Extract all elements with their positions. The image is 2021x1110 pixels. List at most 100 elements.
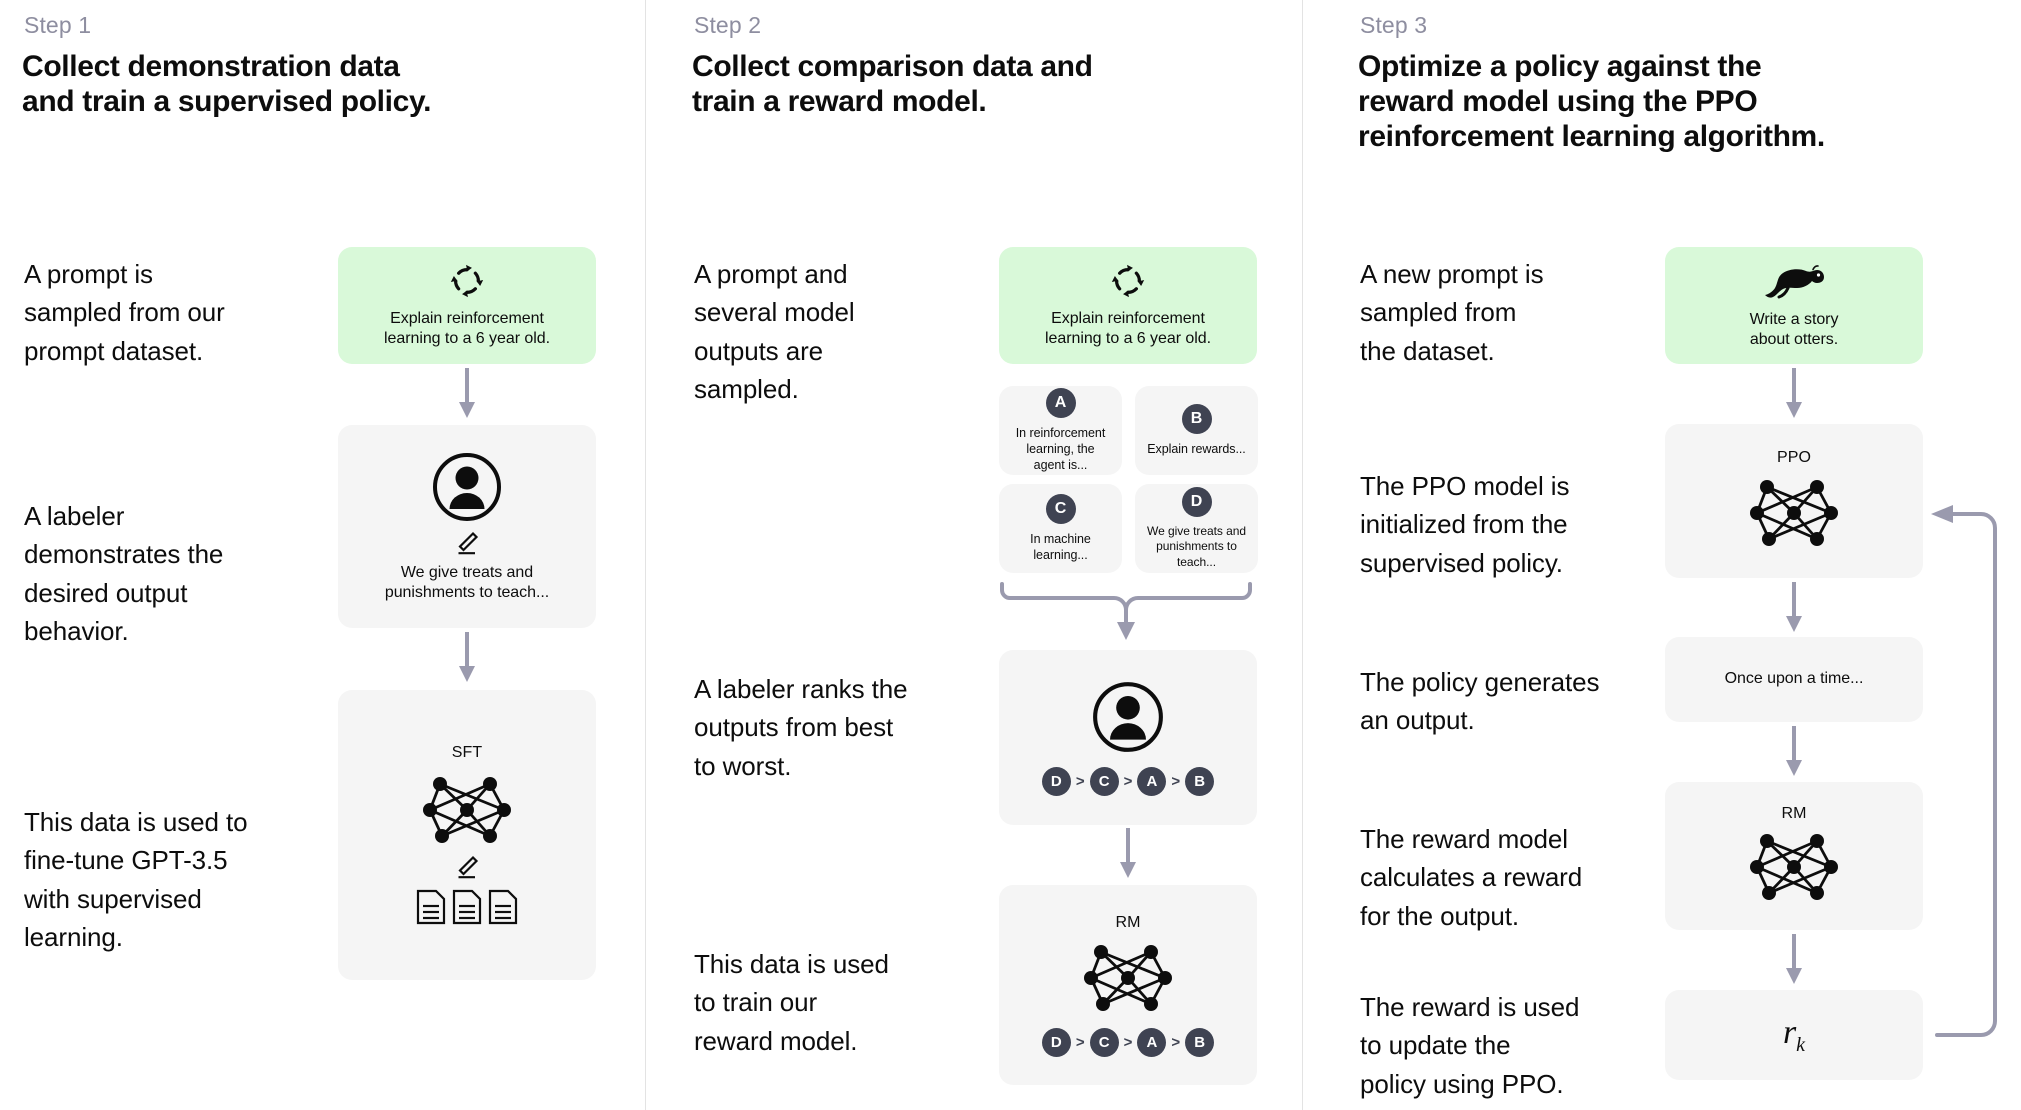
step-2-option-c[interactable]: C In machine learning...	[999, 484, 1122, 573]
refresh-cycle-icon	[1109, 262, 1147, 300]
rank-badge-3: A	[1137, 767, 1167, 796]
step-2-option-b[interactable]: B Explain rewards...	[1135, 386, 1258, 475]
step-1-title-line-1: Collect demonstration data	[22, 50, 400, 83]
step-2-rm-title: RM	[1115, 913, 1141, 931]
option-badge-a: A	[1045, 387, 1076, 418]
step-3-arrow-4	[1786, 934, 1802, 984]
step-1-caption-2: A labeler demonstrates the desired outpu…	[24, 501, 224, 647]
step-1-sft-card[interactable]: SFT	[338, 690, 596, 980]
documents-icon	[415, 888, 519, 926]
pencil-icon	[454, 530, 480, 556]
neural-network-icon	[1081, 938, 1175, 1018]
reward-formula: rk	[1783, 1014, 1805, 1057]
step-2-label: Step 2	[694, 12, 762, 38]
step-2-option-c-text: In machine learning...	[1030, 531, 1091, 562]
step-2-title-line-1: Collect comparison data and	[692, 50, 1093, 83]
step-1-sft-title: SFT	[451, 744, 483, 761]
step-2-reward-model-card[interactable]: RM D	[999, 885, 1257, 1085]
step-3-reward-model-card[interactable]: RM	[1665, 782, 1923, 930]
step-2-caption-3: This data is used to train our reward mo…	[694, 949, 889, 1056]
step-3-reward-value-card[interactable]: rk	[1665, 990, 1923, 1080]
step-2-arrow-to-rm	[1120, 828, 1136, 878]
step-1-caption-3: This data is used to fine-tune GPT-3.5 w…	[24, 807, 248, 953]
option-badge-c: C	[1045, 493, 1076, 524]
otter-icon	[1761, 261, 1827, 301]
rank-separator-1: >	[1075, 773, 1085, 790]
step-3-feedback-loop-arrow	[1931, 505, 1997, 1037]
step-3-rm-title: RM	[1781, 805, 1807, 822]
step-2-caption-2: A labeler ranks the outputs from best to…	[694, 674, 908, 781]
step-2-option-a[interactable]: A In reinforcement learning, the agent i…	[999, 386, 1122, 475]
step-1-label: Step 1	[24, 12, 92, 38]
rank-separator-2: >	[1123, 1033, 1133, 1051]
rank-badge-2: C	[1089, 767, 1119, 796]
rank-separator-1: >	[1075, 1033, 1085, 1051]
step-3-arrow-2	[1786, 582, 1802, 632]
step-2-option-d-text: We give treats and punishments to teach.…	[1147, 523, 1246, 569]
step-3-new-prompt-text: Write a story about otters.	[1749, 310, 1839, 348]
step-2-prompt-text: Explain reinforcement learning to a 6 ye…	[1045, 309, 1211, 347]
step-3-title-line-2: reward model using the PPO	[1358, 84, 1758, 118]
step-1-prompt-card[interactable]: Explain reinforcement learning to a 6 ye…	[338, 247, 596, 364]
pencil-icon	[454, 854, 480, 880]
rank-separator-3: >	[1171, 773, 1181, 790]
step-3-label: Step 3	[1360, 12, 1428, 38]
step-1-prompt-text: Explain reinforcement learning to a 6 ye…	[384, 309, 550, 347]
rank-separator-2: >	[1123, 773, 1133, 790]
rank-badge-4: B	[1185, 767, 1215, 796]
step-2-title-line-2: train a reward model.	[692, 84, 987, 118]
step-1-title: Collect demonstration data and train a s…	[22, 50, 622, 120]
step-3-generated-output-text: Once upon a time...	[1724, 670, 1864, 688]
rank-badge-1: D	[1041, 767, 1071, 796]
step-3-caption-1: A new prompt is sampled from the dataset…	[1360, 259, 1544, 366]
rank-badge-2: C	[1089, 1027, 1119, 1057]
step-3-title: Optimize a policy against the reward mod…	[1358, 50, 1998, 154]
step-3-title-line-1: Optimize a policy against the	[1358, 50, 1762, 83]
step-1-title-line-2: and train a supervised policy.	[22, 84, 432, 118]
step-2-column: Step 2 Collect comparison data and train…	[646, 0, 1302, 1110]
step-2-labeler-ranking-row: D > C > A > B	[1041, 767, 1215, 796]
step-3-generated-output-card[interactable]: Once upon a time...	[1665, 637, 1923, 722]
step-2-caption-1: A prompt and several model outputs are s…	[694, 259, 855, 405]
person-circle-icon	[430, 450, 504, 524]
option-badge-b: B	[1181, 403, 1212, 434]
step-3-ppo-card[interactable]: PPO	[1665, 424, 1923, 578]
step-1-labeler-card[interactable]: We give treats and punishments to teach.…	[338, 425, 596, 628]
step-3-caption-3: The policy generates an output.	[1360, 667, 1600, 736]
step-3-new-prompt-card[interactable]: Write a story about otters.	[1665, 247, 1923, 364]
step-2-prompt-card[interactable]: Explain reinforcement learning to a 6 ye…	[999, 247, 1257, 364]
step-3-column: Step 3 Optimize a policy against the rew…	[1303, 0, 2021, 1110]
neural-network-icon	[420, 770, 514, 850]
rank-separator-3: >	[1171, 1033, 1181, 1051]
rank-badge-1: D	[1041, 1027, 1071, 1057]
column-divider-2	[1302, 0, 1303, 1110]
step-2-labeler-ranking-card[interactable]: D > C > A > B	[999, 650, 1257, 825]
step-2-option-b-text: Explain rewards...	[1147, 441, 1246, 456]
option-badge-d: D	[1181, 486, 1212, 517]
refresh-cycle-icon	[448, 262, 486, 300]
step-1-arrow-2	[459, 632, 475, 682]
step-2-title: Collect comparison data and train a rewa…	[692, 50, 1292, 120]
step-3-ppo-title: PPO	[1776, 449, 1812, 466]
rank-badge-3: A	[1137, 1027, 1167, 1057]
step-3-title-line-3: reinforcement learning algorithm.	[1358, 119, 1825, 153]
reward-formula-base: r	[1782, 1013, 1797, 1051]
person-circle-icon	[1090, 679, 1166, 755]
step-3-caption-2: The PPO model is initialized from the su…	[1360, 471, 1570, 578]
step-2-merge-brace	[1000, 582, 1252, 640]
step-3-caption-5: The reward is used to update the policy …	[1360, 992, 1580, 1099]
step-3-caption-4: The reward model calculates a reward for…	[1360, 824, 1583, 931]
step-1-caption-1: A prompt is sampled from our prompt data…	[24, 259, 225, 366]
rank-badge-4: B	[1185, 1027, 1215, 1057]
step-1-labeler-text: We give treats and punishments to teach.…	[384, 563, 550, 601]
reward-formula-subscript: k	[1796, 1033, 1806, 1056]
neural-network-icon	[1747, 827, 1841, 907]
step-3-arrow-3	[1786, 726, 1802, 776]
step-2-rm-ranking-row: D > C > A > B	[1041, 1027, 1215, 1057]
neural-network-icon	[1747, 473, 1841, 553]
step-2-option-d[interactable]: D We give treats and punishments to teac…	[1135, 484, 1258, 573]
step-3-arrow-1	[1786, 368, 1802, 418]
step-1-arrow-1	[459, 368, 475, 418]
column-divider-1	[645, 0, 646, 1110]
